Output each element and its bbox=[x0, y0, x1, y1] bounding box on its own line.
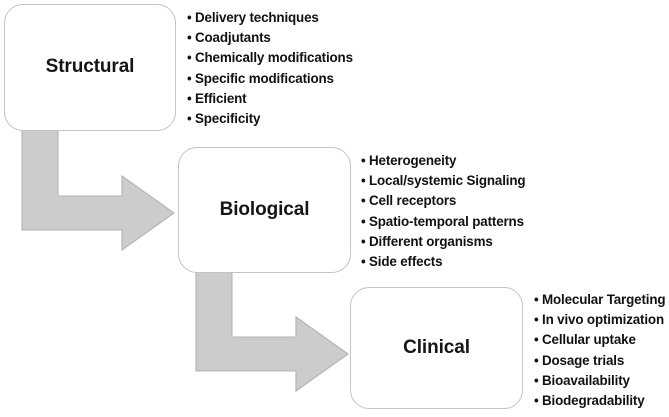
list-item: •Heterogeneity bbox=[361, 151, 525, 171]
list-item: •Efficient bbox=[187, 89, 353, 109]
list-item-label: Dosage trials bbox=[542, 352, 625, 368]
bullet-icon: • bbox=[187, 50, 192, 66]
bullet-icon: • bbox=[534, 332, 539, 348]
list-item-label: Coadjutants bbox=[195, 30, 271, 46]
bullet-icon: • bbox=[187, 10, 192, 25]
list-item: •Cellular uptake bbox=[534, 330, 665, 350]
bullet-icon: • bbox=[534, 312, 539, 328]
list-item-label: In vivo optimization bbox=[542, 312, 664, 328]
list-item-label: Molecular Targeting bbox=[542, 292, 666, 307]
bullet-icon: • bbox=[361, 254, 366, 270]
list-item: •Biodegradability bbox=[534, 391, 665, 411]
bullet-icon: • bbox=[534, 292, 539, 307]
list-item: •In vivo optimization bbox=[534, 310, 665, 330]
bullet-icon: • bbox=[187, 30, 192, 46]
list-item-label: Cellular uptake bbox=[542, 332, 636, 348]
bullet-icon: • bbox=[361, 213, 366, 229]
stage-box-biological[interactable]: Biological bbox=[178, 147, 351, 273]
stage-title-clinical: Clinical bbox=[403, 336, 470, 358]
list-item-label: Bioavailability bbox=[542, 372, 630, 388]
bullet-icon: • bbox=[361, 173, 366, 189]
list-item: •Bioavailability bbox=[534, 371, 665, 391]
stage-box-structural[interactable]: Structural bbox=[4, 4, 176, 131]
list-item: •Delivery techniques bbox=[187, 8, 353, 28]
bullet-icon: • bbox=[361, 193, 366, 209]
list-item: •Spatio-temporal patterns bbox=[361, 212, 525, 232]
arrow-shape bbox=[195, 267, 349, 393]
list-item: •Local/systemic Signaling bbox=[361, 171, 526, 191]
list-item-label: Delivery techniques bbox=[195, 10, 319, 25]
bullet-icon: • bbox=[187, 111, 192, 127]
bullet-icon: • bbox=[361, 153, 366, 168]
list-item-label: Efficient bbox=[195, 90, 247, 106]
list-item-label: Different organisms bbox=[369, 233, 493, 249]
bullet-icon: • bbox=[187, 70, 192, 86]
list-item: •Coadjutants bbox=[187, 28, 353, 48]
list-item: •Cell receptors bbox=[361, 191, 525, 211]
list-item-label: Chemically modifications bbox=[195, 50, 353, 66]
connector-structural-to-biological-arrow bbox=[21, 126, 175, 252]
stage-list-biological: •Heterogeneity •Local/systemic Signaling… bbox=[361, 151, 526, 272]
list-item-label: Local/systemic Signaling bbox=[369, 173, 526, 189]
stage-list-structural: •Delivery techniques •Coadjutants •Chemi… bbox=[187, 8, 353, 129]
list-item: •Dosage trials bbox=[534, 351, 665, 371]
stage-box-clinical[interactable]: Clinical bbox=[350, 287, 523, 409]
bullet-icon: • bbox=[534, 372, 539, 388]
list-item: •Chemically modifications bbox=[187, 48, 353, 68]
list-item-label: Cell receptors bbox=[369, 193, 457, 209]
stage-title-structural: Structural bbox=[45, 56, 135, 78]
list-item: •Molecular Targeting bbox=[534, 290, 666, 310]
list-item-label: Spatio-temporal patterns bbox=[369, 213, 524, 229]
stage-title-biological: Biological bbox=[219, 198, 310, 220]
list-item: •Specific modifications bbox=[187, 69, 353, 89]
list-item-label: Side effects bbox=[369, 254, 443, 270]
list-item: •Side effects bbox=[361, 252, 525, 272]
bullet-icon: • bbox=[187, 90, 192, 106]
bullet-icon: • bbox=[534, 352, 539, 368]
list-item-label: Specific modifications bbox=[195, 70, 334, 86]
bullet-icon: • bbox=[534, 393, 539, 409]
list-item-label: Heterogeneity bbox=[369, 153, 457, 168]
list-item: •Specificity bbox=[187, 109, 353, 129]
list-item-label: Specificity bbox=[195, 111, 261, 127]
bullet-icon: • bbox=[361, 233, 366, 249]
connector-biological-to-clinical-arrow bbox=[195, 267, 349, 393]
list-item-label: Biodegradability bbox=[542, 393, 645, 409]
list-item: •Different organisms bbox=[361, 232, 525, 252]
arrow-shape bbox=[21, 126, 175, 252]
stage-list-clinical: •Molecular Targeting •In vivo optimizati… bbox=[534, 290, 666, 411]
